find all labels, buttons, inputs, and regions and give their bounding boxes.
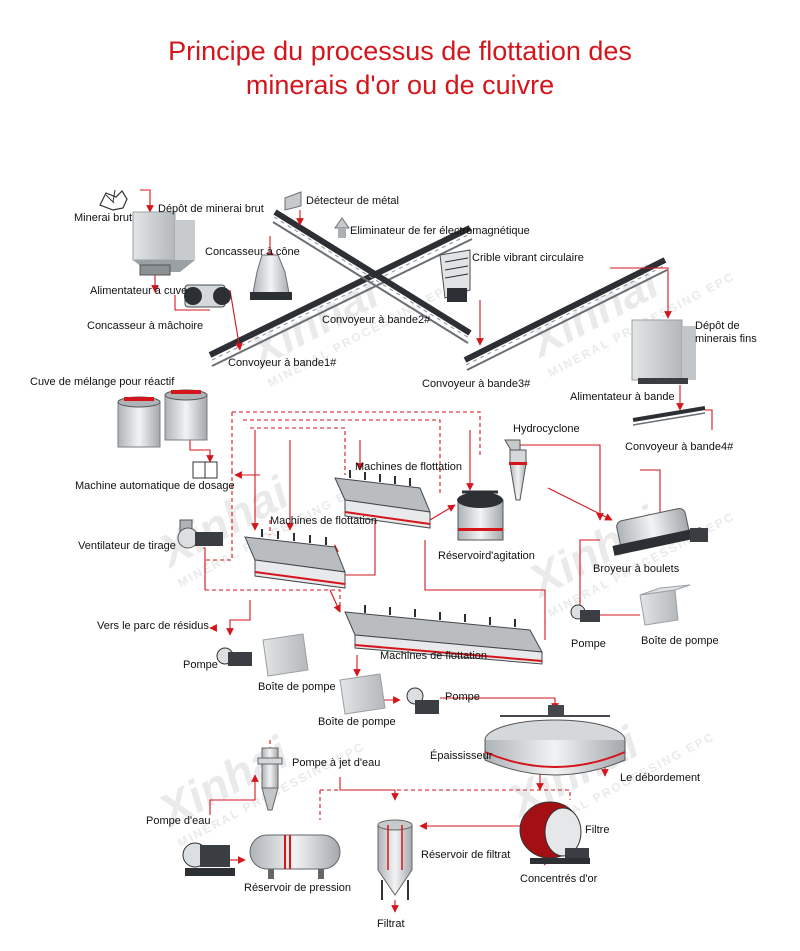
conveyor-belt-4 xyxy=(632,406,706,426)
label-flotation-3: Machines de flottation xyxy=(380,650,488,662)
reagent-mixing-tank xyxy=(164,389,208,441)
pressure-tank xyxy=(249,834,341,879)
label-overflow: Le débordement xyxy=(620,772,701,784)
magnetic-separator xyxy=(334,217,350,238)
label-conveyor-3: Convoyeur à bande3# xyxy=(422,378,531,390)
label-ball-mill: Broyeur à boulets xyxy=(593,563,680,575)
hydrocyclone xyxy=(504,439,527,501)
label-filter: Filtre xyxy=(585,824,610,836)
label-draft-fan: Ventilateur de tirage xyxy=(78,540,176,552)
pump-mid xyxy=(406,687,439,714)
dosing-machine xyxy=(192,461,218,479)
label-metal-detector: Détecteur de métal xyxy=(306,195,399,207)
pan-feeder xyxy=(139,264,171,276)
label-vibrating-screen: Crible vibrant circulaire xyxy=(472,252,584,264)
label-jaw-crusher: Concasseur à mâchoire xyxy=(87,320,204,332)
cone-crusher xyxy=(250,254,292,300)
label-hydrocyclone: Hydrocyclone xyxy=(513,423,580,435)
jaw-crusher xyxy=(184,284,231,308)
label-pump-box-left: Boîte de pompe xyxy=(258,681,336,693)
diagram-title-line1: Principe du processus de flottation des xyxy=(168,36,632,66)
flotation-machine-3 xyxy=(344,605,543,665)
pump-box-left xyxy=(262,633,309,677)
water-jet-pump xyxy=(257,747,283,811)
label-flotation-1: Machines de flottation xyxy=(355,461,463,473)
label-pump-mid: Pompe xyxy=(445,691,480,703)
flotation-machine-1 xyxy=(334,470,431,529)
label-pump-box-right: Boîte de pompe xyxy=(641,635,719,647)
water-pump xyxy=(182,842,235,876)
ball-mill xyxy=(612,508,708,556)
agitation-tank xyxy=(457,490,504,541)
reagent-mixing-tank xyxy=(117,396,161,448)
label-raw-ore: Minerai brut xyxy=(74,212,133,224)
flotation-machine-2 xyxy=(244,529,346,589)
label-pressure-tank: Réservoir de pression xyxy=(244,882,351,894)
thickener xyxy=(484,705,626,776)
pump-box-right xyxy=(639,584,691,626)
label-pump-right: Pompe xyxy=(571,638,606,650)
label-tailings: Vers le parc de résidus xyxy=(97,620,209,632)
filtrate-receiver xyxy=(377,819,413,900)
conveyor-belt-1 xyxy=(208,225,473,367)
label-fine-ore-bin: Dépôt de minerais fins xyxy=(695,320,757,345)
label-agitation-tank: Réservoird'agitation xyxy=(438,550,535,562)
label-concentrate: Concentrés d'or xyxy=(520,873,598,885)
label-magnetic-separator: Eliminateur de fer électromagnétique xyxy=(350,225,530,237)
label-filtrate: Filtrat xyxy=(377,918,405,930)
metal-detector xyxy=(284,191,302,211)
raw-ore-bin xyxy=(132,211,195,272)
pump-box-mid xyxy=(339,673,386,715)
conveyor-belt-2 xyxy=(272,209,472,344)
label-belt-feeder: Alimentateur à bande xyxy=(570,391,675,403)
label-thickener: Épaississeur xyxy=(430,750,493,762)
label-water-jet-pump: Pompe à jet d'eau xyxy=(292,757,381,769)
label-raw-ore-bin: Dépôt de minerai brut xyxy=(158,203,264,215)
diagram-title-line2: minerais d'or ou de cuivre xyxy=(245,70,555,100)
vibrating-screen xyxy=(439,249,471,302)
label-conveyor-2: Convoyeur à bande2# xyxy=(322,314,431,326)
label-filtrate-receiver: Réservoir de filtrat xyxy=(421,849,511,861)
label-dosing-machine: Machine automatique de dosage xyxy=(75,480,235,492)
label-pump-box-mid: Boîte de pompe xyxy=(318,716,396,728)
label-conveyor-4: Convoyeur à bande4# xyxy=(625,441,734,453)
draft-fan xyxy=(177,519,223,549)
label-cone-crusher: Concasseur à cône xyxy=(205,246,300,258)
pump-left xyxy=(216,647,252,666)
label-reagent-tank: Cuve de mélange pour réactif xyxy=(30,376,175,388)
fine-ore-bin xyxy=(631,319,696,384)
conveyor-belt-3 xyxy=(463,257,668,371)
label-water-pump: Pompe d'eau xyxy=(146,815,211,827)
pump-right xyxy=(570,604,600,622)
label-pump-left: Pompe xyxy=(183,659,218,671)
label-pan-feeder: Alimentateur à cuve xyxy=(90,285,188,297)
label-conveyor-1: Convoyeur à bande1# xyxy=(228,357,337,369)
filter xyxy=(519,801,590,864)
raw-ore-pile xyxy=(99,189,128,211)
label-flotation-2: Machines de flottation xyxy=(270,515,378,527)
